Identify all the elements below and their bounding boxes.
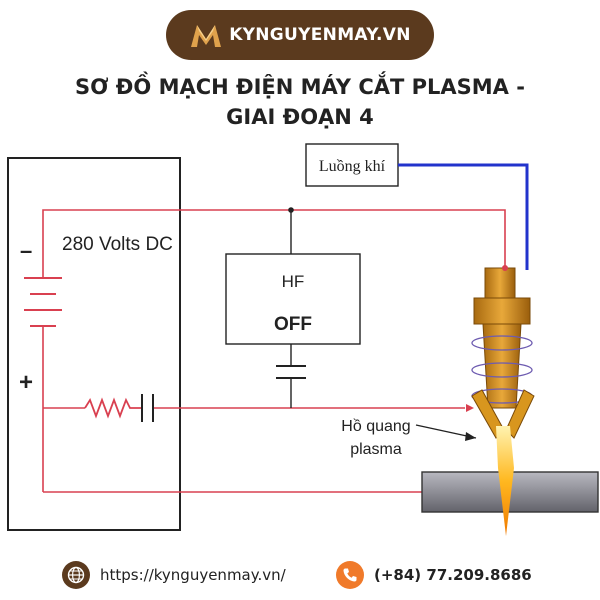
- wire-junction: [288, 207, 294, 213]
- plus-sign: +: [19, 369, 33, 396]
- arc-label-line-2: plasma: [350, 441, 402, 458]
- footer: https://kynguyenmay.vn/ (+84) 77.209.868…: [0, 560, 600, 594]
- phone-icon: [336, 561, 364, 589]
- hf-generator-box: [225, 253, 361, 345]
- title-line-1: SƠ ĐỒ MẠCH ĐIỆN MÁY CẮT PLASMA -: [75, 75, 525, 99]
- plasma-arc-flame: [496, 426, 514, 536]
- phone-contact: (+84) 77.209.8686: [336, 560, 532, 590]
- globe-icon: [62, 561, 90, 589]
- hf-state-label: OFF: [274, 314, 312, 335]
- website-link[interactable]: https://kynguyenmay.vn/: [100, 566, 286, 584]
- phone-number[interactable]: (+84) 77.209.8686: [374, 566, 532, 584]
- power-supply-box: [7, 157, 181, 531]
- wire-end-dot: [502, 265, 508, 271]
- hf-capacitor-symbol: [276, 365, 306, 379]
- arc-pointer-arrowhead: [465, 432, 476, 441]
- website-contact: https://kynguyenmay.vn/: [62, 560, 286, 590]
- resistor-symbol: [84, 397, 142, 419]
- km-logo-icon: [191, 25, 222, 47]
- minus-sign: –: [20, 238, 32, 263]
- wire-arrowhead: [466, 404, 474, 412]
- title-line-2: GIAI ĐOẠN 4: [226, 105, 374, 129]
- battery-symbol: [24, 277, 62, 327]
- plasma-circuit-diagram: 280 Volts DC – + HF OFF Luồng khí: [7, 143, 599, 536]
- page-title: SƠ ĐỒ MẠCH ĐIỆN MÁY CẮT PLASMA - GIAI ĐO…: [20, 72, 580, 132]
- capacitor-symbol: [141, 394, 154, 422]
- gas-line: [398, 163, 529, 270]
- brand-name: KYNGUYENMAY.VN: [229, 25, 411, 45]
- hf-label: HF: [282, 272, 305, 291]
- supply-voltage-label: 280 Volts DC: [62, 234, 173, 255]
- circuit-wires: [42, 209, 506, 493]
- arc-label-line-1: Hồ quang: [341, 418, 410, 435]
- plasma-torch: [471, 267, 535, 439]
- brand-banner: KYNGUYENMAY.VN: [166, 10, 434, 60]
- gas-flow-label: Luồng khí: [319, 158, 386, 175]
